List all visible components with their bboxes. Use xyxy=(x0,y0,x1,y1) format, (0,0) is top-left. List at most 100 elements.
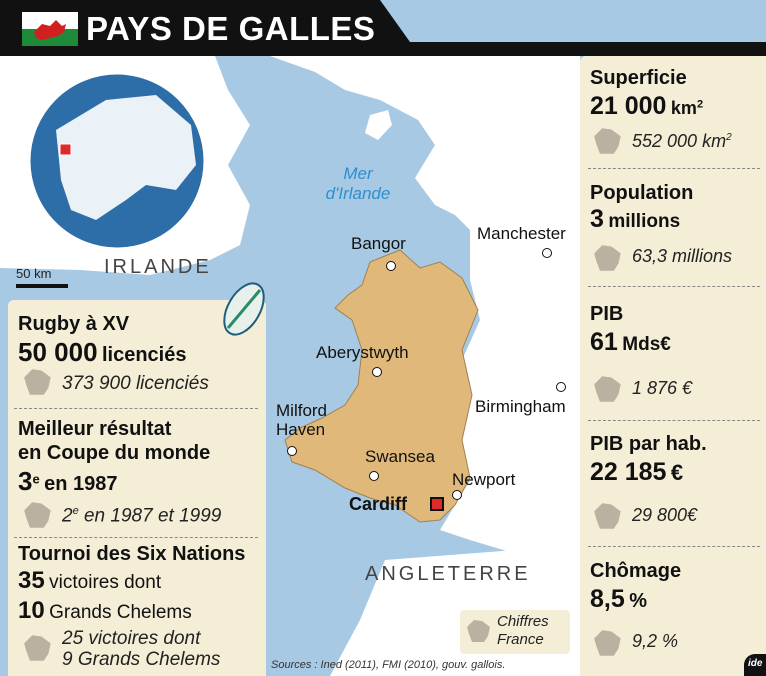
city-marker-milford-haven xyxy=(287,446,297,456)
gdp-per-capita-value-line: 22 185 € xyxy=(590,458,683,487)
population-value-line: 3 millions xyxy=(590,205,680,234)
france-shape-icon xyxy=(594,128,621,154)
france-shape-icon xyxy=(594,245,621,271)
title-bar xyxy=(0,0,766,56)
city-newport: Newport xyxy=(452,470,516,489)
rugby-france: 373 900 licenciés xyxy=(62,373,209,394)
city-milford-haven: Milford Haven xyxy=(276,401,328,439)
rugby-title: Rugby à XV xyxy=(18,313,130,335)
six-nations-gs-label: Grands Chelems xyxy=(49,602,192,623)
six-nations-title: Tournoi des Six Nations xyxy=(18,543,246,565)
france-shape-icon xyxy=(594,503,621,529)
rugby-unit: licenciés xyxy=(101,344,187,366)
france-shape-icon xyxy=(24,369,51,395)
france-shape-icon xyxy=(24,635,51,661)
unemployment-france: 9,2 % xyxy=(632,631,679,651)
area-value: 21 000 xyxy=(590,92,667,120)
gdp-label: PIB xyxy=(590,303,624,325)
left-panel xyxy=(8,300,266,676)
area-france-value: 552 000 km xyxy=(632,131,727,151)
unemployment-value: 8,5 xyxy=(590,585,625,613)
rugby-value: 50 000 xyxy=(18,337,98,367)
separator xyxy=(588,420,760,421)
best-france-suffix: en 1987 et 1999 xyxy=(83,505,222,527)
area-france: 552 000 km2 xyxy=(632,131,732,152)
city-marker-swansea xyxy=(369,471,379,481)
city-aberystwyth: Aberystwyth xyxy=(316,343,409,362)
population-france: 63,3 millions xyxy=(632,246,733,266)
unemployment-label: Chômage xyxy=(590,560,682,582)
france-shape-icon xyxy=(24,502,51,528)
city-manchester: Manchester xyxy=(477,224,566,243)
city-birmingham: Birmingham xyxy=(475,397,566,416)
scale-label: 50 km xyxy=(16,266,52,281)
france-shape-icon xyxy=(594,376,621,402)
logo-text: ide xyxy=(748,658,763,669)
sources: Sources : Ined (2011), FMI (2010), gouv.… xyxy=(271,659,506,671)
six-nations-france-line2: 9 Grands Chelems xyxy=(62,649,221,670)
region-irlande: IRLANDE xyxy=(104,256,212,278)
six-nations-france: 25 victoires dont 9 Grands Chelems xyxy=(62,628,220,670)
separator xyxy=(588,168,760,169)
france-shape-icon xyxy=(467,620,490,642)
best-title-line2: en Coupe du monde xyxy=(18,442,211,464)
gdp-per-capita-value: 22 185 xyxy=(590,458,667,486)
area-france-sup: 2 xyxy=(726,132,732,143)
six-nations-wins-line: 35 victoires dont xyxy=(18,567,161,595)
city-swansea: Swansea xyxy=(365,447,435,466)
population-unit: millions xyxy=(608,211,681,232)
area-unit-sup: 2 xyxy=(696,98,704,111)
population-label: Population xyxy=(590,182,694,204)
population-value: 3 xyxy=(590,205,604,233)
separator xyxy=(14,408,258,409)
gdp-value-line: 61 Mds€ xyxy=(590,328,671,357)
rugby-value-line: 50 000 licenciés xyxy=(18,337,187,368)
separator xyxy=(588,546,760,547)
city-marker-aberystwyth xyxy=(372,367,382,377)
wales-flag-icon xyxy=(22,12,78,46)
six-nations-wins-value: 35 xyxy=(18,567,45,594)
region-angleterre: ANGLETERRE xyxy=(365,563,531,585)
right-panel xyxy=(580,56,766,676)
area-label: Superficie xyxy=(590,67,687,89)
area-value-line: 21 000 km2 xyxy=(590,92,703,121)
england-land xyxy=(440,230,580,560)
unemployment-value-line: 8,5 % xyxy=(590,585,647,614)
six-nations-france-line1: 25 victoires dont xyxy=(62,628,201,649)
france-shape-icon xyxy=(594,630,621,656)
rugby-ball-icon xyxy=(223,282,265,336)
globe-inset xyxy=(27,71,207,251)
location-marker-icon xyxy=(59,143,72,156)
scale-bar xyxy=(16,284,68,288)
six-nations-gs-line: 10 Grands Chelems xyxy=(18,597,192,625)
gdp-per-capita-unit: € xyxy=(670,460,684,485)
gdp-france: 1 876 € xyxy=(632,378,693,398)
city-cardiff: Cardiff xyxy=(349,494,407,514)
gdp-per-capita-label: PIB par hab. xyxy=(590,433,707,455)
best-france-value: 2 xyxy=(62,505,73,527)
best-value: 3 xyxy=(18,466,33,496)
gdp-unit: Mds€ xyxy=(622,334,671,355)
city-marker-newport xyxy=(452,490,462,500)
logo-badge: ide xyxy=(744,654,766,676)
city-marker-bangor xyxy=(386,261,396,271)
separator xyxy=(588,286,760,287)
gdp-value: 61 xyxy=(590,328,618,356)
best-france: 2e en 1987 et 1999 xyxy=(62,505,221,527)
sea-label: Mer d'Irlande xyxy=(325,164,391,203)
best-sup: e xyxy=(32,471,40,487)
six-nations-gs-value: 10 xyxy=(18,597,45,624)
best-suffix: en 1987 xyxy=(44,473,118,495)
unemployment-unit: % xyxy=(629,590,648,612)
city-marker-manchester xyxy=(542,248,552,258)
isle-of-man xyxy=(365,110,392,140)
legend-label: Chiffres France xyxy=(497,613,549,648)
best-title-line1: Meilleur résultat xyxy=(18,418,172,440)
page-title: PAYS DE GALLES xyxy=(86,10,376,47)
six-nations-wins-label: victoires dont xyxy=(49,572,162,593)
separator xyxy=(14,537,258,538)
capital-marker-cardiff xyxy=(430,497,444,511)
wales-land xyxy=(284,249,479,523)
city-bangor: Bangor xyxy=(351,234,406,253)
city-marker-birmingham xyxy=(556,382,566,392)
